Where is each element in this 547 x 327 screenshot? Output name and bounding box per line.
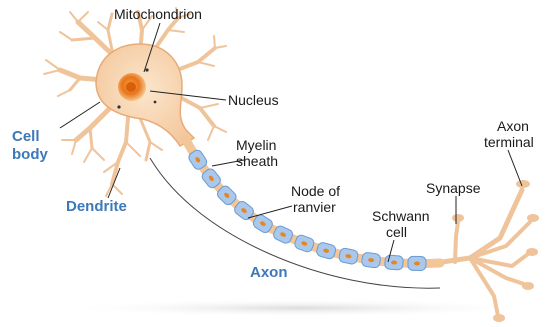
axon-terminals (428, 190, 530, 316)
label-synapse: Synapse (426, 180, 480, 196)
mitochondrion-dot (154, 101, 157, 104)
ground-shadow (60, 299, 540, 317)
nucleolus (126, 82, 136, 92)
label-cell-body-line1: Cell (12, 128, 40, 145)
label-dendrite: Dendrite (66, 198, 127, 215)
label-mitochondrion: Mitochondrion (114, 6, 202, 22)
label-myelin-line1: Myelin (236, 137, 276, 153)
label-axon-terminal-line1: Axon (497, 118, 529, 134)
label-node-line1: Node of (291, 183, 340, 199)
label-nucleus: Nucleus (228, 92, 279, 108)
label-axon: Axon (250, 264, 288, 281)
label-schwann-line1: Schwann (372, 208, 430, 224)
myelin-segment (316, 241, 337, 259)
myelin-segment (408, 256, 426, 270)
mitochondrion-dot (117, 105, 120, 108)
label-node-line2: ranvier (293, 199, 336, 215)
label-axon-terminal-line2: terminal (484, 134, 534, 150)
myelin-segment (385, 255, 404, 270)
myelin-segment (361, 252, 381, 268)
label-myelin-line2: sheath (236, 153, 278, 169)
label-schwann-line2: cell (386, 224, 407, 240)
mitochondrion-dot (145, 68, 148, 71)
label-cell-body-line2: body (12, 146, 48, 163)
myelin-segment (338, 247, 358, 264)
